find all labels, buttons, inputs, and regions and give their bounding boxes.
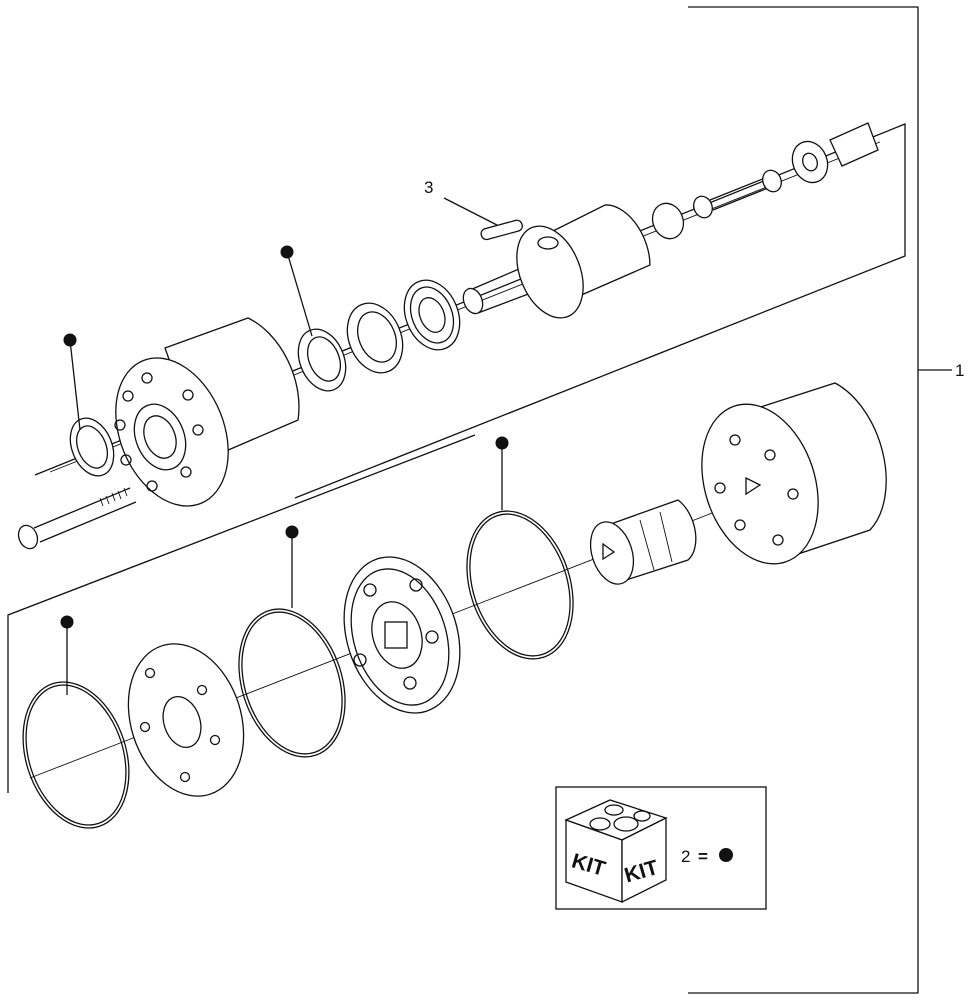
lower-group-frame: [7, 434, 476, 793]
wear-plate: [127, 643, 245, 797]
shaft-key: [480, 219, 523, 241]
spline-gear-large: [791, 140, 829, 184]
callout-3: 3: [424, 178, 433, 197]
thrust-bearing: [403, 279, 461, 351]
seal-small: [69, 417, 115, 477]
callout-2: 2: [681, 847, 690, 866]
kit-equals-sign: =: [698, 847, 708, 866]
callout-3-leader: [443, 197, 498, 226]
kit-dot-icon: [719, 848, 733, 862]
kit-legend: KIT KIT 2 =: [555, 786, 767, 910]
kit-marker-dots: [60, 245, 509, 695]
end-cap: [701, 382, 887, 565]
spline-gear-small: [651, 202, 685, 240]
o-ring-3: [466, 510, 574, 660]
o-ring-2: [238, 608, 346, 758]
seal-ring-b: [346, 302, 404, 374]
output-shaft: [462, 204, 651, 319]
kit-box-icon: [564, 799, 668, 904]
valve-drive: [829, 122, 879, 167]
cap-screw: [17, 487, 137, 550]
valve: [589, 499, 697, 585]
seal-ring-a: [297, 328, 347, 392]
callout-1: 1: [955, 361, 964, 380]
assembly-bracket: [688, 6, 952, 994]
gerotor-set: [343, 556, 461, 714]
drive-link: [693, 169, 782, 219]
o-ring-1: [22, 681, 130, 829]
housing: [114, 317, 300, 507]
